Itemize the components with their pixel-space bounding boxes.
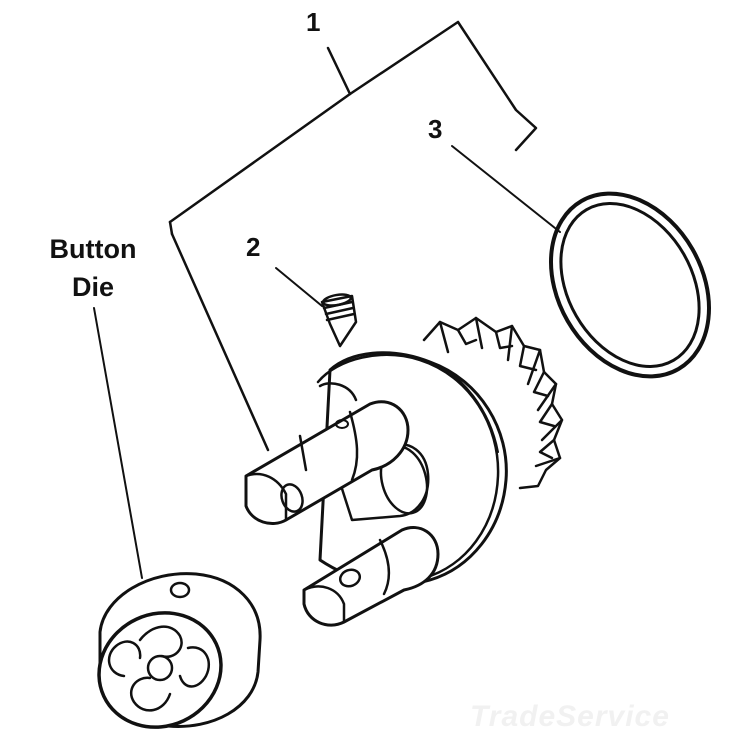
button-die-label-line-2: Die — [71, 272, 115, 302]
button-die-label-line-1: Button — [49, 234, 137, 264]
gear-teeth — [422, 316, 564, 490]
die-thread-cutouts — [107, 625, 211, 712]
button-die-part — [97, 572, 262, 729]
set-screw-part-2 — [320, 293, 358, 348]
button-die-label: Button Die — [28, 230, 158, 306]
leader-line-3 — [451, 145, 561, 233]
leader-line-2 — [275, 267, 323, 307]
callout-number-1: 1 — [306, 7, 321, 37]
lower-chaser-arm — [302, 526, 440, 627]
callout-bracket-1 — [168, 20, 538, 452]
watermark: TradeService — [470, 700, 670, 733]
die-head-assembly-part-1 — [244, 316, 564, 627]
leader-line-button-die — [93, 307, 143, 579]
callout-number-2: 2 — [246, 232, 261, 262]
o-ring-part-3 — [549, 191, 711, 379]
callout-number-3: 3 — [428, 114, 443, 144]
